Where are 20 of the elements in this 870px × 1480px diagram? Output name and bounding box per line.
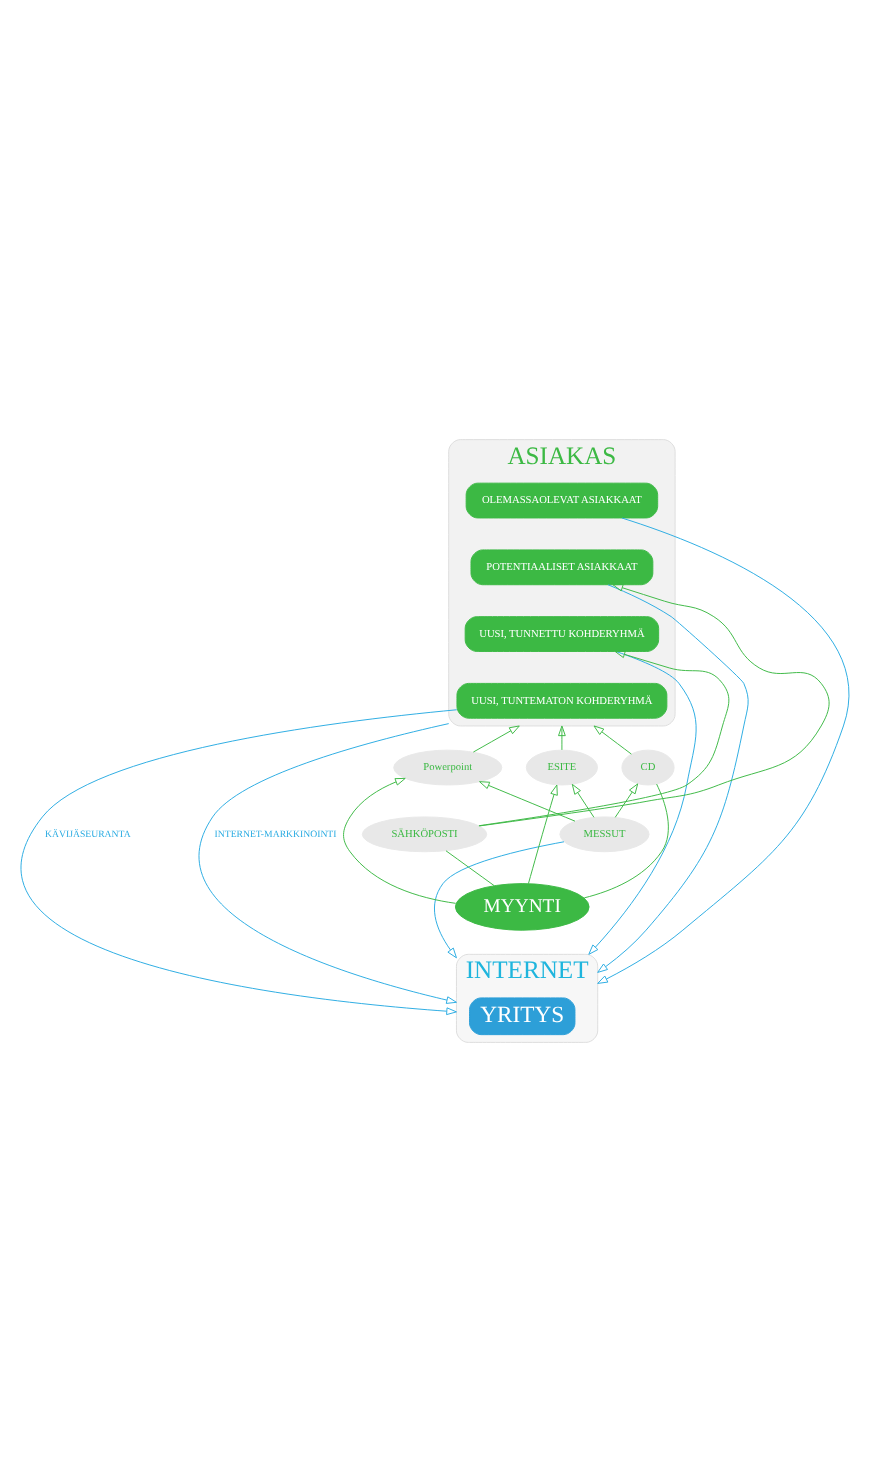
node-box: YRITYS [469, 996, 576, 1035]
arrow [593, 724, 632, 754]
arrow [478, 649, 730, 826]
arrow [597, 516, 850, 983]
arrow [571, 782, 595, 817]
arrow [472, 724, 520, 752]
arrow [21, 708, 458, 1015]
arrow [343, 776, 457, 903]
connector [583, 782, 669, 898]
node-ellipse: MYYNTI [454, 882, 590, 930]
arrow [479, 780, 576, 821]
arrow [614, 782, 639, 817]
arrow [434, 840, 565, 958]
arrow [588, 650, 697, 954]
arrow [527, 783, 558, 884]
arrow [558, 724, 566, 750]
arrow [198, 722, 457, 1003]
connector [445, 849, 495, 886]
arrow [478, 582, 830, 826]
arrow [597, 583, 749, 972]
